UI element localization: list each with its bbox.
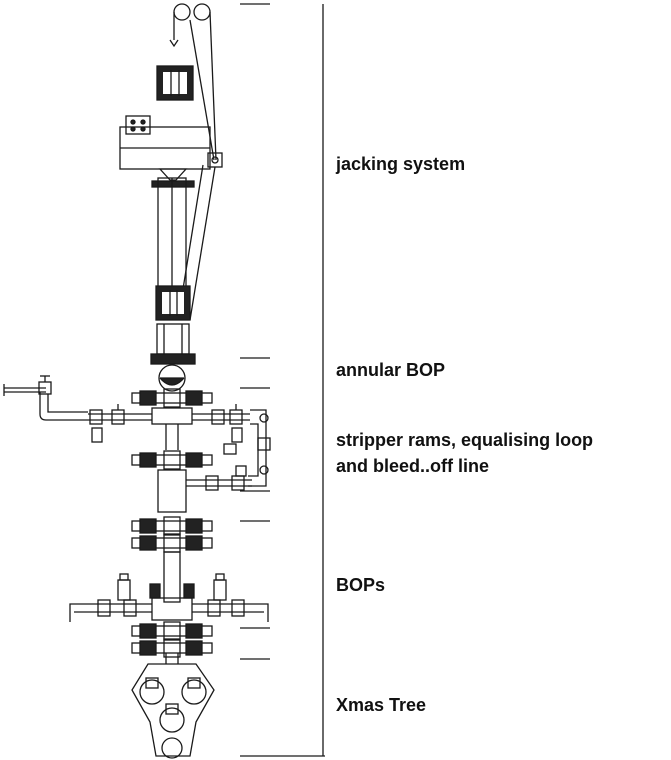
xmas-tree-drawing — [131, 653, 215, 759]
label-stripper-rams-line1: stripper rams, equalising loop — [336, 430, 594, 450]
label-stripper-rams-line2: and bleed..off line — [336, 456, 490, 476]
jacking-system-drawing — [119, 3, 223, 355]
label-annular-bop: annular BOP — [336, 360, 446, 380]
stripper-rams-drawing — [3, 375, 271, 513]
section-bracket — [240, 3, 325, 757]
label-bops: BOPs — [336, 575, 386, 595]
bops-drawing — [69, 516, 269, 658]
annular-bop-drawing — [150, 353, 196, 392]
label-xmas-tree: Xmas Tree — [336, 695, 427, 715]
label-jacking-system: jacking system — [336, 154, 466, 174]
